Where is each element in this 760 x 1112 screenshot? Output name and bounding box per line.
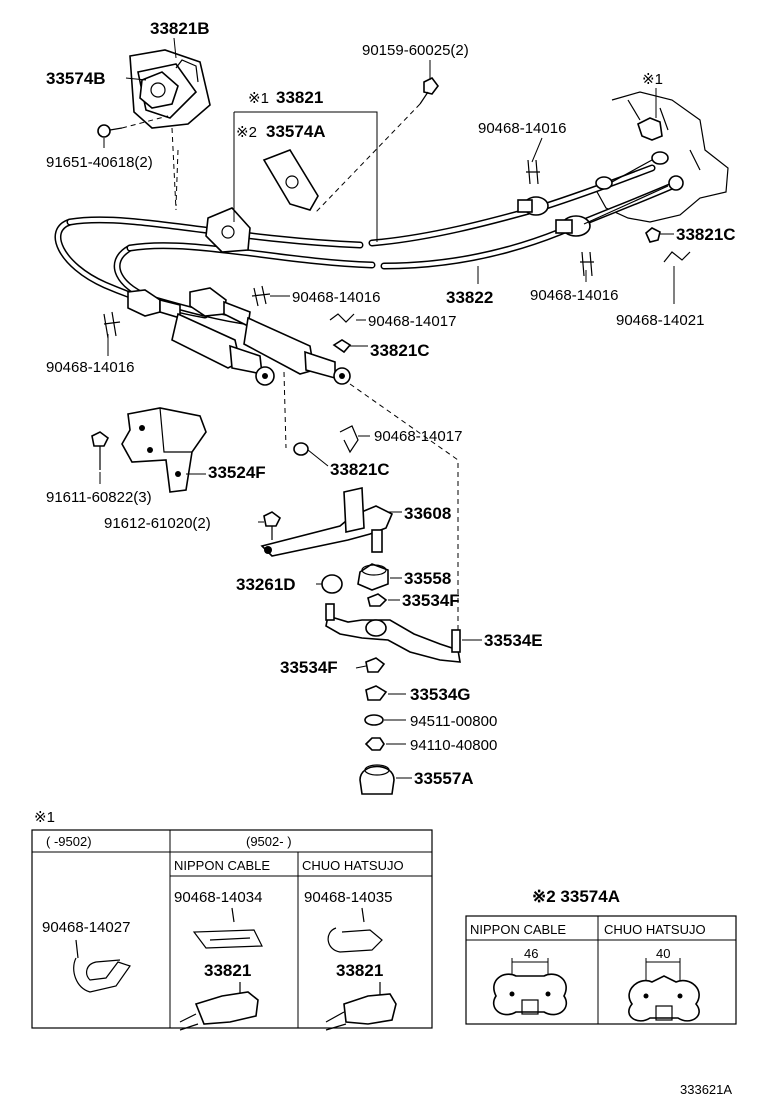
leader-bracket	[175, 149, 179, 207]
note2-col-chuo: CHUO HATSUJO	[604, 922, 706, 937]
nut-94110	[364, 737, 385, 751]
label-33574A-mark: ※2	[236, 124, 257, 141]
clip-90468-14017-b	[339, 425, 359, 454]
label-33557A: 33557A	[414, 769, 474, 788]
label-33534F-top: 33534F	[402, 591, 460, 610]
note1-cable-chuo-drawing	[325, 982, 397, 1031]
note1-part-chuo: 90468-14035	[304, 889, 392, 906]
leader-33821B	[171, 127, 177, 211]
note1-clip-a-drawing	[73, 939, 131, 993]
label-90468-14016-left: 90468-14016	[46, 359, 134, 376]
note1-cable-chuo: 33821	[336, 961, 383, 980]
label-33822: 33822	[446, 288, 493, 307]
label-33821: 33821	[276, 88, 323, 107]
washer-94511	[364, 714, 384, 726]
part-labels: 33821B 33574B 91651-40618(2) 90159-60025…	[46, 19, 736, 788]
bolt-91611	[91, 431, 110, 470]
note2-nippon-grommet	[492, 958, 568, 1016]
label-94511-00800: 94511-00800	[410, 713, 497, 730]
note1-sub-nippon: NIPPON CABLE	[174, 858, 270, 873]
label-90468-14016-top: 90468-14016	[478, 120, 566, 137]
label-33821C-right: 33821C	[676, 225, 736, 244]
transmission-housing	[595, 91, 729, 223]
clip-90468-14017-a	[329, 313, 355, 323]
leader-rod-a	[283, 371, 287, 449]
note2-col-nippon: NIPPON CABLE	[470, 922, 566, 937]
bracket-33524F	[121, 407, 207, 493]
label-91612-61020: 91612-61020(2)	[104, 515, 211, 532]
label-90468-14017-a: 90468-14017	[368, 313, 456, 330]
cable-end-fittings-right	[517, 151, 684, 237]
label-91651-40618: 91651-40618(2)	[46, 154, 153, 171]
bushing-33557A	[359, 764, 395, 795]
note1-col-b-header: (9502- )	[246, 834, 292, 849]
washer-33821C-mid	[332, 339, 352, 354]
label-33558: 33558	[404, 569, 451, 588]
label-33534E: 33534E	[484, 631, 543, 650]
label-33821B: 33821B	[150, 19, 210, 38]
note1-col-a-header: ( -9502)	[46, 834, 92, 849]
bracket-33608	[260, 487, 394, 557]
grommet-33574B	[139, 71, 179, 109]
label-90159-60025: 90159-60025(2)	[362, 42, 469, 59]
washer-33534G	[365, 685, 388, 701]
note1-part-a: 90468-14027	[42, 919, 130, 936]
label-mark-right: ※1	[642, 71, 663, 88]
label-33534F-bottom: 33534F	[280, 658, 338, 677]
label-33534G: 33534G	[410, 685, 471, 704]
note1-clip-nippon-drawing	[192, 907, 263, 949]
callout-box-33821	[233, 111, 378, 242]
washer-33534F-bottom	[365, 657, 386, 673]
note1-cable-nippon: 33821	[204, 961, 251, 980]
note1-cable-nippon-drawing	[179, 982, 259, 1031]
label-90468-14016-mid: 90468-14016	[530, 287, 618, 304]
label-33821-mark: ※1	[248, 90, 269, 107]
note1-sub-chuo: CHUO HATSUJO	[302, 858, 404, 873]
cable-end-fittings-left	[127, 287, 351, 386]
label-33608: 33608	[404, 504, 451, 523]
label-33821C-low: 33821C	[330, 460, 390, 479]
note2-dim-chuo: 40	[656, 946, 670, 961]
label-33261D: 33261D	[236, 575, 296, 594]
note2-chuo-grommet	[628, 958, 700, 1022]
clip-90468-14016-center	[251, 285, 271, 307]
label-90468-14017-b: 90468-14017	[374, 428, 462, 445]
grommet-33574A	[205, 149, 319, 253]
bolt-91612	[263, 511, 282, 540]
bushing-33558	[357, 563, 389, 591]
note2-title: ※2 33574A	[532, 887, 620, 906]
leader-rod-b	[349, 383, 459, 630]
washer-33821C-right	[645, 227, 661, 243]
label-33574B: 33574B	[46, 69, 106, 88]
note1-mark: ※1	[34, 809, 55, 826]
clip-90468-14021	[663, 251, 691, 263]
label-33524F: 33524F	[208, 463, 266, 482]
label-90468-14016-center: 90468-14016	[292, 289, 380, 306]
bolt-91651	[97, 115, 169, 138]
leader-lines	[99, 37, 675, 779]
clip-90468-14016-top	[526, 159, 540, 185]
label-33574A: 33574A	[266, 122, 326, 141]
note2-dim-nippon: 46	[524, 946, 538, 961]
figure-id: 333621A	[680, 1082, 732, 1097]
note2-table: ※2 33574A NIPPON CABLE CHUO HATSUJO 46 4…	[465, 887, 737, 1025]
lever-33534E	[325, 603, 461, 663]
note1-clip-chuo-drawing	[327, 907, 383, 953]
label-90468-14021: 90468-14021	[616, 312, 704, 329]
washer-33821C-low	[293, 442, 309, 456]
label-33821C-mid: 33821C	[370, 341, 430, 360]
clip-90468-14016-left	[103, 311, 121, 339]
washer-33534F-top	[367, 593, 388, 607]
label-94110-40800: 94110-40800	[410, 737, 497, 754]
note1-part-nippon: 90468-14034	[174, 889, 262, 906]
clip-90468-14016-mid	[580, 251, 594, 277]
bolt-90159	[315, 76, 439, 213]
label-91611-60822: 91611-60822(3)	[46, 489, 152, 506]
note1-table: ※1 ( -9502) (9502- ) NIPPON CABLE CHUO H…	[31, 809, 433, 1031]
bushing-33261D	[321, 574, 343, 594]
